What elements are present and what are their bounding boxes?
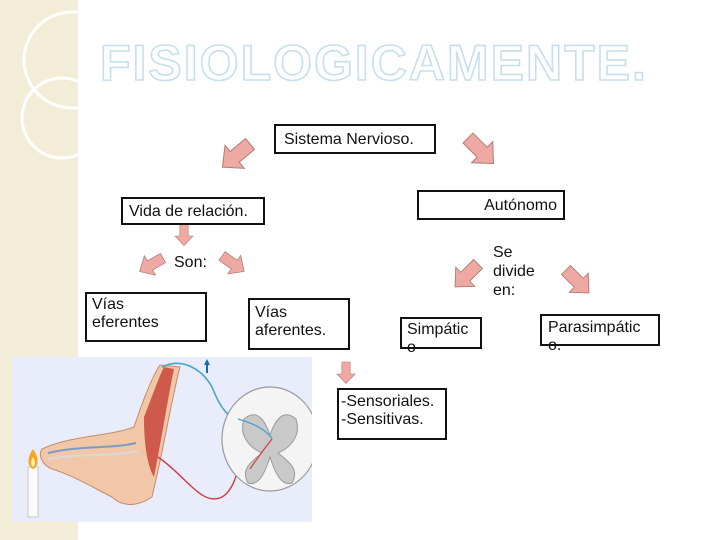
reflex-arc-illustration — [12, 357, 319, 522]
node-eferentes-label: Vías eferentes — [92, 296, 159, 331]
arrow-to-simpatico — [445, 254, 488, 297]
reflex-arc-drawing — [27, 359, 319, 518]
node-aferentes-label: Vías aferentes. — [255, 304, 327, 339]
node-vida-label: Vida de relación. — [129, 203, 248, 220]
node-vias-eferentes: Vías eferentes — [85, 292, 207, 342]
node-sensoriales-label: -Sensoriales. — [341, 393, 435, 410]
node-sensitivas-label: -Sensitivas. — [341, 411, 424, 428]
node-sistema-label: Sistema Nervioso. — [284, 131, 414, 148]
arrow-to-parasimpatico — [556, 260, 599, 303]
label-se-divide: Se divide en: — [493, 244, 535, 299]
node-vias-aferentes: Vías aferentes. — [248, 298, 350, 350]
candle-icon — [27, 449, 39, 518]
node-autonomo-label: Autónomo — [484, 197, 557, 214]
label-son: Son: — [174, 254, 207, 271]
arrow-to-sensoriales — [336, 361, 356, 384]
node-parasimpatico-label: Parasimpático. — [548, 319, 641, 354]
arrow-son-to-eferentes — [133, 247, 169, 282]
node-simpatico-label: Simpático — [407, 321, 469, 356]
node-vida-de-relacion: Vida de relación. — [121, 197, 265, 225]
arrow-son-to-aferentes — [215, 246, 251, 282]
arm-icon — [39, 364, 181, 505]
node-sistema-nervioso: Sistema Nervioso. — [274, 124, 436, 154]
arrow-sistema-to-autonomo — [456, 126, 505, 175]
node-sensoriales-sensitivas: -Sensoriales. -Sensitivas. — [337, 388, 447, 440]
arrow-vida-to-son — [174, 223, 194, 246]
node-simpatico: Simpático — [400, 317, 482, 356]
spinal-cord-icon — [221, 386, 319, 492]
arrow-sistema-to-vida — [212, 132, 261, 180]
node-parasimpatico: Parasimpático. — [540, 314, 660, 354]
decorative-circles — [20, 10, 78, 160]
node-autonomo: Autónomo — [417, 190, 565, 220]
page-title: FISIOLOGICAMENTE. — [99, 34, 648, 92]
